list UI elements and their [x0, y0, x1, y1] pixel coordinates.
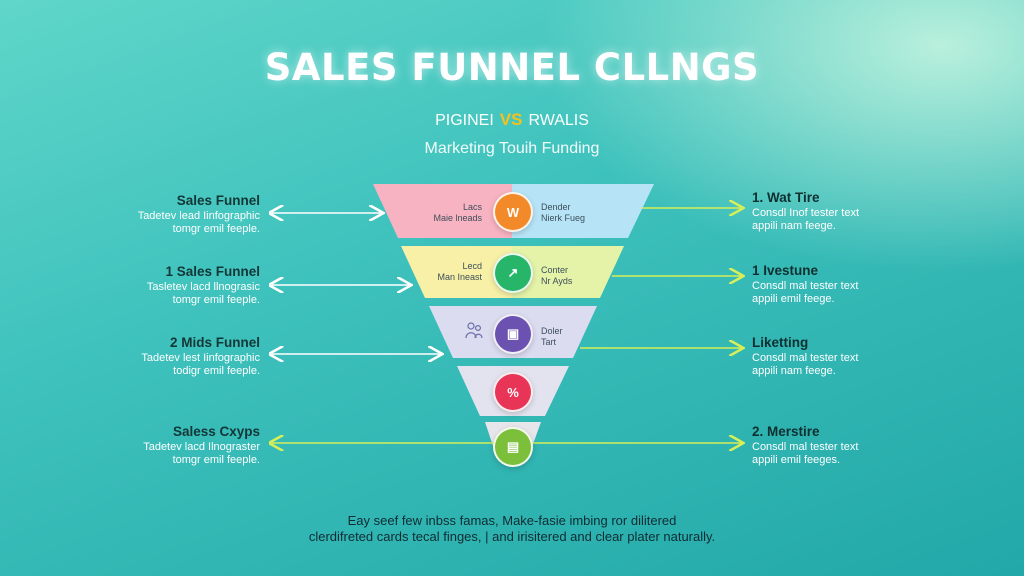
- band-2-left-line2: Man Ineast: [437, 272, 482, 282]
- right-label-2: 1 Ivestune Consdl mal tester text appili…: [752, 263, 932, 306]
- circle-1-glyph: W: [506, 204, 520, 220]
- funnel-circle-5: ▤: [493, 427, 533, 467]
- page-title: SALES FUNNEL CLLNGS: [264, 46, 760, 89]
- footer-caption: Eay seef few inbss famas, Make-fasie imb…: [0, 513, 1024, 545]
- band-2-left-text: Lecd Man Ineast: [412, 261, 482, 283]
- right-label-3-desc2: appili nam feege.: [752, 365, 836, 377]
- people-icon: [465, 322, 483, 339]
- right-label-1: 1. Wat Tire Consdl Inof tester text appi…: [752, 190, 932, 233]
- band-3-right-line2: Tart: [541, 337, 557, 347]
- subtitle-left: PIGINEI: [435, 112, 494, 129]
- vs-badge: VS: [499, 110, 523, 129]
- funnel-circle-4: %: [493, 372, 533, 412]
- band-2-right-line2: Nr Ayds: [541, 276, 573, 286]
- left-label-4: Saless Cxyps Tadetev lacd Ilnograster to…: [80, 424, 260, 467]
- right-label-2-heading: 1 Ivestune: [752, 263, 819, 278]
- circle-4-glyph: %: [507, 384, 519, 400]
- band-3-right-text: Doler Tart: [541, 326, 621, 348]
- right-label-3: Liketting Consdl mal tester text appili …: [752, 335, 932, 378]
- left-label-2-desc1: Tasletev lacd llnograsic: [146, 281, 260, 293]
- left-label-1-desc2: tomgr emil feeple.: [172, 223, 260, 235]
- circle-2-glyph: ↗: [507, 265, 519, 280]
- subtitle: PIGINEI VS RWALIS: [0, 110, 1024, 130]
- left-label-3-desc2: todigr emil feeple.: [173, 365, 260, 377]
- left-label-3-desc1: Tadetev lest Iinfographic: [141, 352, 260, 364]
- circle-3-glyph: ▣: [506, 326, 520, 341]
- subtitle-right: RWALIS: [528, 112, 589, 129]
- band-3-right-line1: Doler: [541, 326, 563, 336]
- band-2-left-line1: Lecd: [462, 261, 482, 271]
- footer-line-1: Eay seef few inbss famas, Make-fasie imb…: [347, 513, 677, 528]
- right-label-1-heading: 1. Wat Tire: [752, 190, 820, 205]
- footer-line-2: clerdifreted cards tecal finges, | and i…: [308, 529, 716, 544]
- right-label-1-desc2: appili nam feege.: [752, 220, 836, 232]
- funnel-band-2-right: [512, 246, 624, 298]
- band-2-right-line1: Conter: [541, 265, 569, 275]
- band-1-left-line2: Maie lneads: [433, 213, 482, 223]
- left-label-3: 2 Mids Funnel Tadetev lest Iinfographic …: [80, 335, 260, 378]
- tagline: Marketing Touih Funding: [424, 140, 600, 157]
- band-2-right-text: Conter Nr Ayds: [541, 265, 621, 287]
- funnel-band-1-left: [373, 184, 512, 238]
- band-1-right-line2: Nierk Fueg: [541, 213, 586, 223]
- left-label-2-desc2: tomgr emil feeple.: [172, 294, 260, 306]
- left-label-2: 1 Sales Funnel Tasletev lacd llnograsic …: [80, 264, 260, 307]
- right-label-4-heading: 2. Merstire: [752, 424, 820, 439]
- funnel-band-2-left: [401, 246, 512, 298]
- right-label-2-desc2: appili emil feege.: [752, 293, 835, 305]
- left-label-4-desc2: tomgr emil feeple.: [172, 454, 260, 466]
- right-label-3-desc1: Consdl mal tester text: [752, 352, 859, 364]
- funnel-circle-3: ▣: [493, 314, 533, 354]
- funnel-circle-2: ↗: [493, 253, 533, 293]
- left-label-2-heading: 1 Sales Funnel: [165, 264, 260, 279]
- circle-5-glyph: ▤: [506, 439, 520, 454]
- right-label-4-desc2: appili emil feeges.: [752, 454, 841, 466]
- band-1-right-line1: Dender: [541, 202, 571, 212]
- right-label-1-desc1: Consdl Inof tester text: [752, 207, 859, 219]
- band-1-right-text: Dender Nierk Fueg: [541, 202, 621, 224]
- left-label-4-desc1: Tadetev lacd Ilnograster: [143, 441, 260, 453]
- left-label-1-heading: Sales Funnel: [176, 193, 260, 208]
- right-label-2-desc1: Consdl mal tester text: [752, 280, 859, 292]
- right-label-4: 2. Merstire Consdl mal tester text appil…: [752, 424, 932, 467]
- band-1-left-line1: Lacs: [462, 202, 482, 212]
- band-1-left-text: Lacs Maie lneads: [412, 202, 482, 224]
- left-label-1-desc1: Tadetev lead Iinfographic: [137, 210, 260, 222]
- left-label-1: Sales Funnel Tadetev lead Iinfographic t…: [80, 193, 260, 236]
- funnel-circle-1: W: [493, 192, 533, 232]
- left-label-4-heading: Saless Cxyps: [172, 424, 260, 439]
- right-label-3-heading: Liketting: [752, 335, 809, 350]
- right-label-4-desc1: Consdl mal tester text: [752, 441, 859, 453]
- left-label-3-heading: 2 Mids Funnel: [169, 335, 260, 350]
- funnel-band-1-right: [512, 184, 654, 238]
